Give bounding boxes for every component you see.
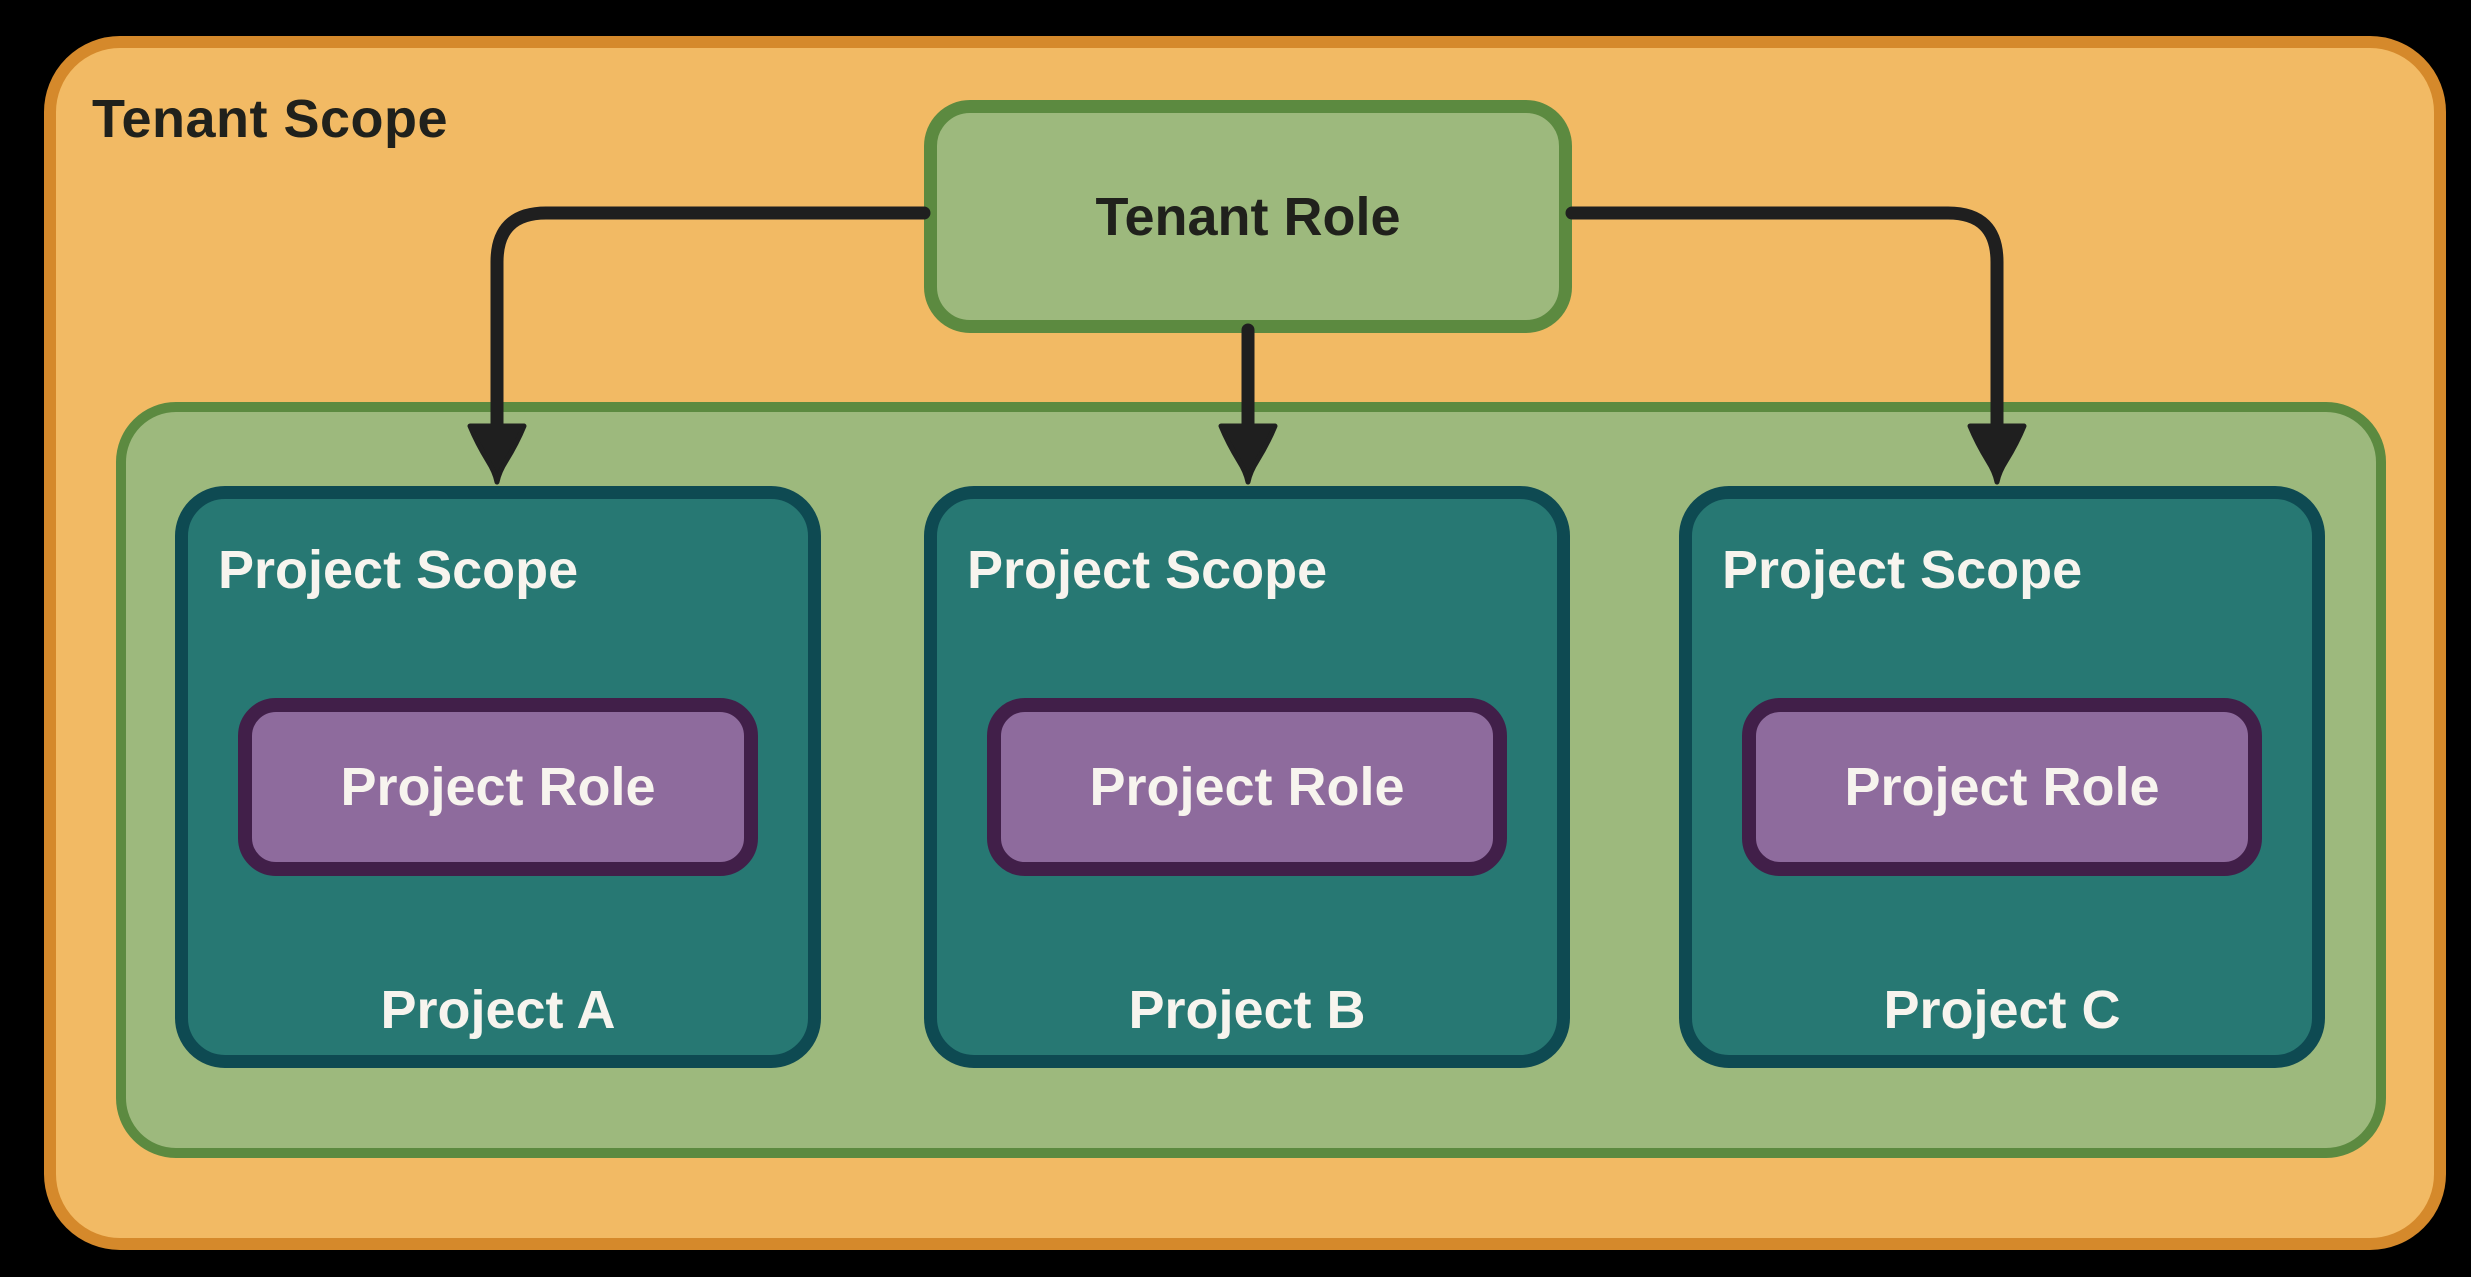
- project-role-box: Project Role: [1742, 698, 2262, 876]
- tenant-role-box: Tenant Role: [924, 100, 1572, 333]
- project-role-label: Project Role: [1844, 757, 2160, 817]
- project-scope-label: Project Scope: [218, 540, 579, 600]
- project-scope-box-b: Project Scope Project Role Project B: [924, 486, 1570, 1068]
- project-name-label: Project B: [1128, 980, 1366, 1040]
- tenant-role-label: Tenant Role: [1095, 186, 1401, 247]
- project-role-label: Project Role: [1089, 757, 1405, 817]
- project-scope-label: Project Scope: [1722, 540, 2083, 600]
- tenant-scope-label: Tenant Scope: [92, 89, 449, 149]
- project-role-box: Project Role: [987, 698, 1507, 876]
- project-role-box: Project Role: [238, 698, 758, 876]
- project-scope-box-c: Project Scope Project Role Project C: [1679, 486, 2325, 1068]
- project-name-label: Project A: [380, 980, 616, 1040]
- project-name-label: Project C: [1883, 980, 2121, 1040]
- project-scope-label: Project Scope: [967, 540, 1328, 600]
- project-scope-box-a: Project Scope Project Role Project A: [175, 486, 821, 1068]
- project-role-label: Project Role: [340, 757, 656, 817]
